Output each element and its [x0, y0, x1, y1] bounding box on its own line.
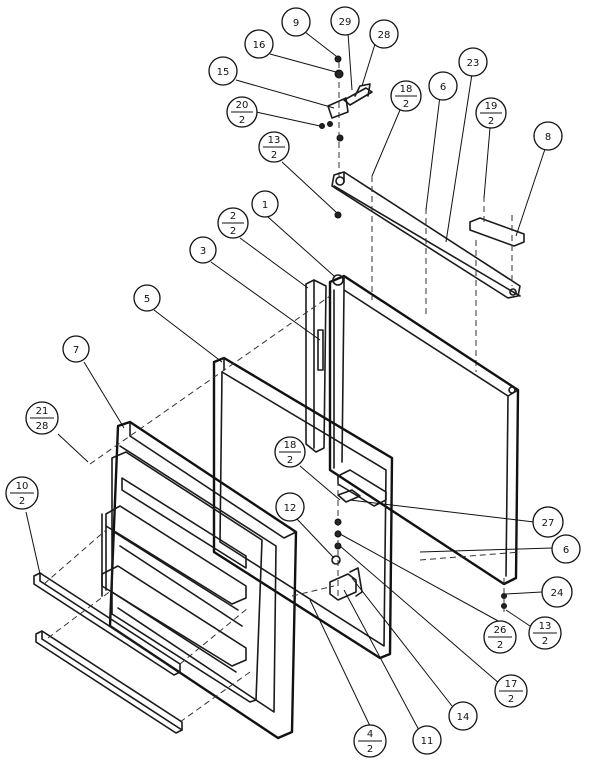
- svg-text:5: 5: [144, 294, 150, 305]
- svg-text:2: 2: [403, 99, 409, 110]
- callout-27: 27: [532, 506, 564, 538]
- callout-17-2: 17 2: [494, 674, 528, 708]
- svg-text:2: 2: [19, 496, 25, 507]
- svg-text:24: 24: [551, 588, 564, 599]
- svg-text:1: 1: [262, 200, 268, 211]
- svg-text:27: 27: [542, 518, 555, 529]
- svg-text:7: 7: [73, 345, 79, 356]
- svg-text:13: 13: [539, 621, 552, 632]
- callout-16: 16: [244, 29, 274, 59]
- svg-text:21: 21: [36, 406, 49, 417]
- callout-6-top: 6: [428, 71, 458, 101]
- callout-13-2-top: 13 2: [258, 131, 290, 163]
- svg-text:6: 6: [440, 82, 446, 93]
- svg-text:15: 15: [217, 67, 230, 78]
- callout-6-bottom: 6: [551, 534, 581, 564]
- svg-text:2: 2: [542, 636, 548, 647]
- assembly-dashed-lines: [43, 295, 335, 723]
- door-gasket: [212, 356, 394, 660]
- svg-text:9: 9: [293, 18, 299, 29]
- callout-7: 7: [62, 335, 90, 363]
- callout-1: 1: [251, 190, 279, 218]
- callout-10-2: 10 2: [5, 476, 39, 510]
- callout-bubbles: 9 16 29 28 15 20 2 18 2: [5, 6, 581, 758]
- svg-text:8: 8: [545, 132, 551, 143]
- callout-4-2: 4 2: [353, 724, 387, 758]
- callout-15: 15: [208, 56, 238, 86]
- svg-text:14: 14: [457, 712, 470, 723]
- door-shelf-bars: [33, 572, 183, 734]
- svg-text:23: 23: [467, 58, 480, 69]
- svg-text:2: 2: [287, 455, 293, 466]
- callout-20-2: 20 2: [226, 96, 258, 128]
- callout-26-2: 26 2: [483, 620, 517, 654]
- callout-13-2-bottom: 13 2: [528, 616, 562, 650]
- callout-19-2: 19 2: [475, 97, 507, 129]
- leader-lines: [25, 31, 553, 733]
- top-rail: [331, 171, 521, 299]
- svg-text:13: 13: [268, 135, 281, 146]
- svg-text:12: 12: [284, 503, 297, 514]
- svg-text:2: 2: [230, 226, 236, 237]
- bottom-hinge-assembly: [329, 469, 521, 612]
- callout-12: 12: [275, 492, 305, 522]
- cabinet-frame: [328, 274, 520, 586]
- callout-24: 24: [541, 576, 573, 608]
- svg-text:11: 11: [421, 736, 434, 747]
- callout-8: 8: [533, 121, 563, 151]
- bracket: [469, 196, 525, 286]
- top-hinge-assembly: [319, 55, 373, 180]
- callout-11: 11: [412, 725, 442, 755]
- svg-text:28: 28: [36, 421, 49, 432]
- callout-18-2-top: 18 2: [390, 80, 422, 112]
- svg-text:18: 18: [400, 84, 413, 95]
- svg-text:26: 26: [494, 625, 507, 636]
- svg-text:10: 10: [16, 481, 29, 492]
- side-strip: [305, 279, 327, 453]
- callout-2-2: 2 2: [217, 207, 249, 239]
- svg-text:19: 19: [485, 101, 498, 112]
- svg-text:28: 28: [378, 30, 391, 41]
- callout-5: 5: [133, 284, 161, 312]
- svg-text:2: 2: [239, 115, 245, 126]
- callout-28: 28: [369, 19, 399, 49]
- callout-18-2-bottom: 18 2: [274, 436, 306, 468]
- svg-text:17: 17: [505, 679, 518, 690]
- svg-text:20: 20: [236, 100, 249, 111]
- svg-text:4: 4: [367, 729, 373, 740]
- callout-3: 3: [189, 236, 217, 264]
- svg-text:2: 2: [488, 116, 494, 127]
- callout-29: 29: [330, 6, 360, 36]
- svg-text:2: 2: [271, 150, 277, 161]
- callout-21-28: 21 28: [25, 401, 59, 435]
- svg-text:3: 3: [200, 246, 206, 257]
- svg-text:6: 6: [563, 545, 569, 556]
- svg-text:2: 2: [508, 694, 514, 705]
- svg-text:2: 2: [367, 744, 373, 755]
- callout-14: 14: [448, 701, 478, 731]
- callout-9: 9: [281, 7, 311, 37]
- door-liner: [101, 420, 298, 740]
- svg-text:18: 18: [284, 440, 297, 451]
- callout-23: 23: [458, 47, 488, 77]
- svg-text:2: 2: [230, 211, 236, 222]
- svg-text:2: 2: [497, 640, 503, 651]
- svg-text:29: 29: [339, 17, 352, 28]
- svg-text:16: 16: [253, 40, 266, 51]
